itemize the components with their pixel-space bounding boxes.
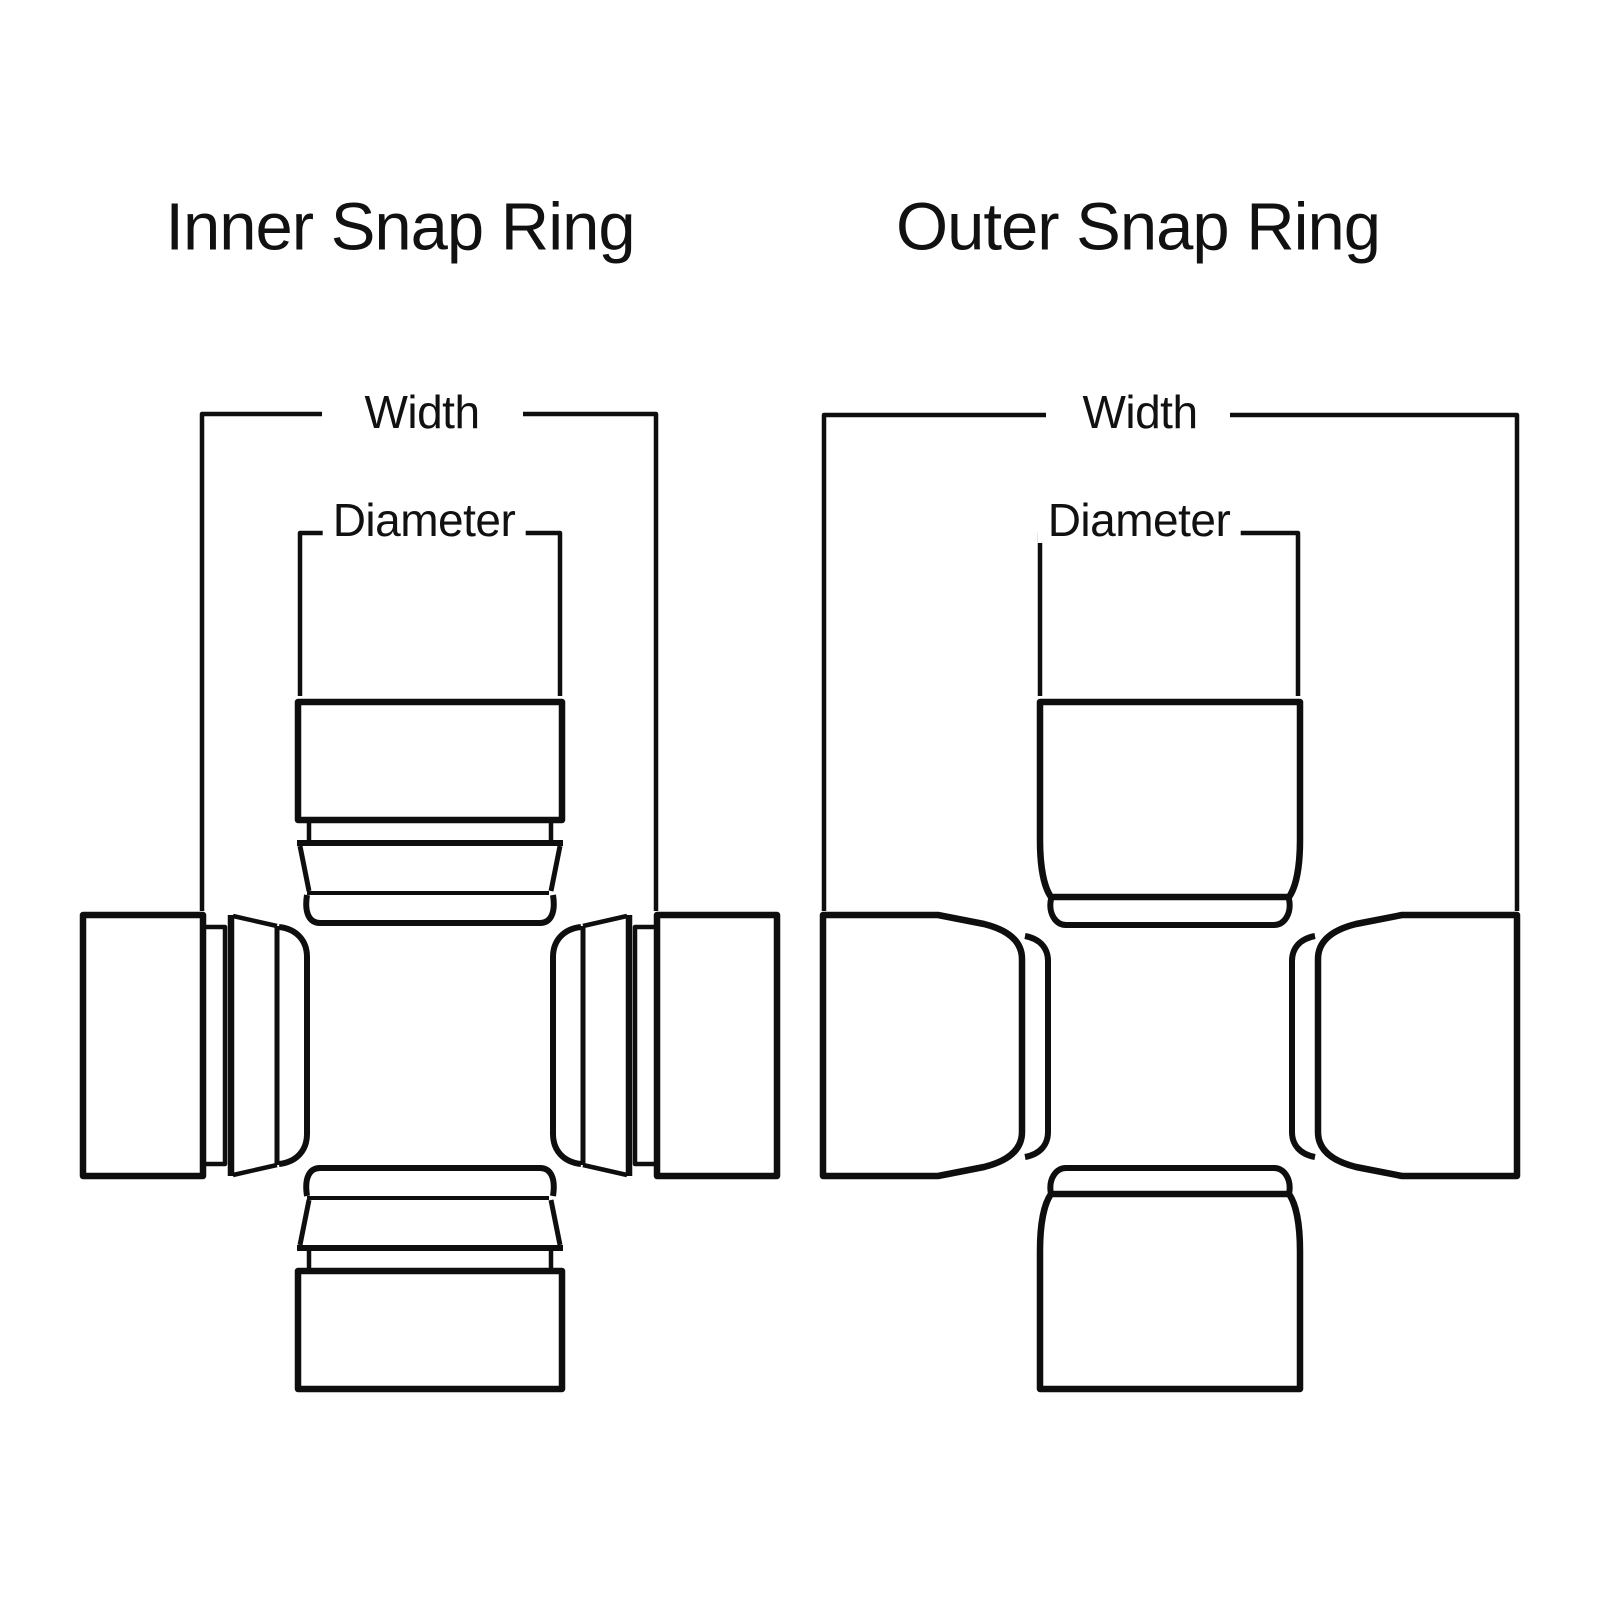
inner-bottom-ring-side-left xyxy=(297,1199,312,1246)
outer-top-cap xyxy=(1036,698,1304,901)
outer-diameter-bracket xyxy=(1037,530,1301,696)
outer-diameter-bracket-left xyxy=(1037,530,1052,696)
outer-diameter-label: Diameter xyxy=(1037,497,1241,543)
inner-body-left-edge xyxy=(278,924,310,1167)
inner-groove-bands xyxy=(204,821,656,1270)
inner-body-top-edge xyxy=(303,894,557,926)
outer-bearing-caps xyxy=(819,698,1521,1393)
inner-snap-ring-figure xyxy=(79,411,781,1393)
inner-width-bracket xyxy=(199,411,659,911)
inner-left-snap-ring xyxy=(227,913,280,1178)
outer-body-bottom-edge xyxy=(1047,1165,1293,1195)
outer-width-bracket-right xyxy=(1230,412,1520,911)
inner-diagram-title: Inner Snap Ring xyxy=(159,193,641,261)
inner-bottom-snap-ring xyxy=(297,1196,563,1251)
inner-top-ring-side-right xyxy=(548,845,563,892)
outer-body-left-edge xyxy=(1024,933,1051,1160)
inner-width-label: Width xyxy=(354,389,490,435)
inner-body-bottom-edge xyxy=(303,1165,557,1197)
inner-right-groove xyxy=(632,924,656,1167)
inner-left-ring-side-bottom xyxy=(232,1162,278,1178)
inner-right-ring-side-bottom xyxy=(582,1162,628,1178)
inner-bearing-caps xyxy=(79,698,781,1393)
inner-diameter-label: Diameter xyxy=(322,497,526,543)
outer-left-cup xyxy=(819,911,1026,1180)
outer-center-body xyxy=(1024,898,1316,1195)
outer-width-bracket-left xyxy=(821,412,1046,911)
inner-width-bracket-left xyxy=(199,411,322,911)
inner-top-cap xyxy=(294,698,566,824)
outer-width-bracket xyxy=(821,412,1520,911)
inner-diameter-bracket xyxy=(297,530,563,696)
outer-diagram-title: Outer Snap Ring xyxy=(889,193,1387,261)
inner-right-ring-side-top xyxy=(582,913,628,929)
outer-diameter-bracket-right xyxy=(1226,530,1301,696)
inner-right-snap-ring xyxy=(580,913,633,1178)
inner-bottom-ring-side-right xyxy=(548,1199,563,1246)
outer-right-cup xyxy=(1314,911,1521,1180)
inner-width-bracket-right xyxy=(523,411,659,911)
outer-snap-ring-figure xyxy=(819,412,1521,1393)
inner-left-ring-side-top xyxy=(232,913,278,929)
inner-diameter-bracket-left xyxy=(297,530,329,696)
inner-top-snap-ring xyxy=(297,840,563,895)
outer-body-right-edge xyxy=(1289,933,1316,1160)
inner-bottom-cap xyxy=(294,1267,566,1393)
inner-center-body xyxy=(278,894,582,1197)
inner-top-ring-side-left xyxy=(297,845,312,892)
outer-width-label: Width xyxy=(1072,389,1208,435)
inner-left-groove xyxy=(204,924,228,1167)
inner-diameter-bracket-right xyxy=(515,530,563,696)
inner-left-cup xyxy=(79,911,207,1180)
outer-body-top-edge xyxy=(1047,898,1293,928)
outer-bottom-cap xyxy=(1036,1190,1304,1393)
inner-body-right-edge xyxy=(550,924,582,1167)
inner-right-cup xyxy=(653,911,781,1180)
